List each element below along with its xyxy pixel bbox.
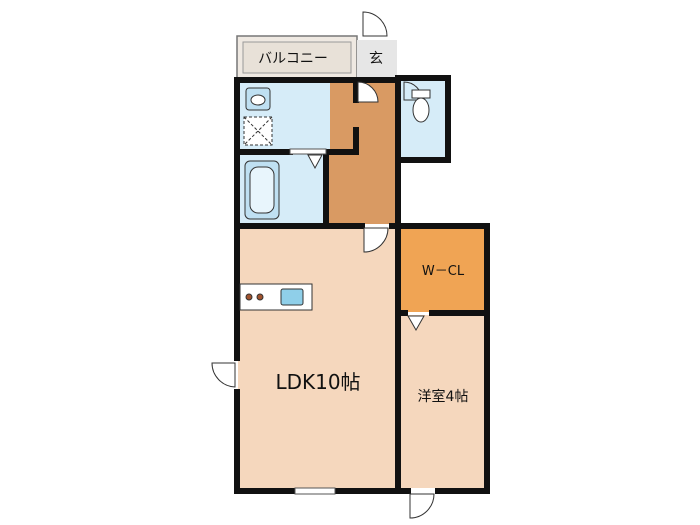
entrance-label: 玄: [369, 50, 383, 67]
fixtures: [239, 87, 431, 311]
ldk-label: LDK10帖: [275, 370, 360, 394]
stove-burner-icon: [245, 293, 253, 301]
balcony-label: バルコニー: [258, 51, 328, 67]
walls: [234, 75, 490, 494]
toilet-icon: [411, 89, 431, 99]
entrance-area: [357, 40, 397, 80]
balcony-rail: [242, 41, 352, 74]
kitchen-sink-icon: [280, 288, 304, 306]
hallway-fill-low: [328, 150, 398, 224]
western-room-label: 洋室4帖: [418, 388, 469, 405]
ldk-area: [238, 228, 396, 488]
western-room-area: [401, 315, 485, 488]
windows: [289, 148, 336, 495]
stove-burner-icon: [256, 293, 264, 301]
doors: [211, 11, 435, 519]
wcl-area: [401, 228, 485, 312]
wcl-label: W－CL: [422, 264, 465, 279]
